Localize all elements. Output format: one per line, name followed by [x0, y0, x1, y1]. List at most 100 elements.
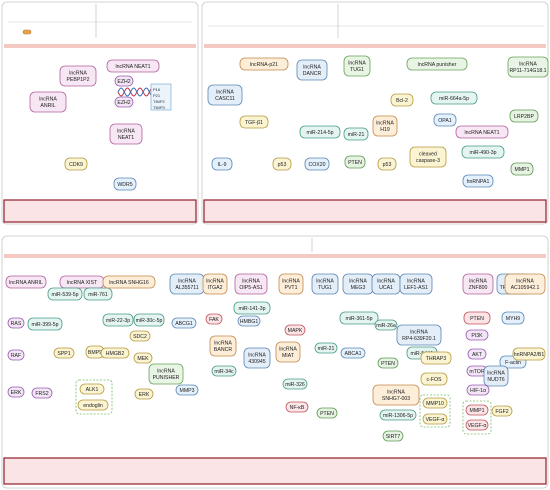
node-opa1: OPA1 [433, 113, 457, 127]
node-mir664: miR-664a-5p [430, 91, 478, 105]
node-box [343, 55, 371, 77]
vsmc-proliferation-bar [3, 457, 547, 485]
node-box [372, 115, 398, 137]
node-box [148, 363, 184, 385]
node-label: lncRNA [69, 71, 87, 77]
node-box [285, 401, 309, 413]
node-label: AKT [472, 352, 483, 358]
node-label: lncRNA [376, 121, 394, 127]
node-box [202, 273, 228, 295]
node-label: IL-9 [218, 162, 227, 168]
node-label: lncRNA [316, 279, 334, 285]
node-label: F-actin [505, 360, 521, 366]
node-label: lncRNA NEAT1 [115, 64, 150, 70]
node-ezh2b: EZH2 [114, 96, 134, 108]
node-label: miR-22-3p [106, 318, 130, 324]
node-box [278, 273, 304, 295]
node-mir326: miR-326 [282, 378, 308, 390]
node-box [455, 125, 509, 139]
node-mir21-c: miR-21 [314, 342, 338, 354]
node-box [465, 419, 489, 431]
node-label: lncRNA [387, 390, 405, 396]
node-pten-b: PTEN [344, 155, 366, 169]
node-box [420, 351, 452, 365]
node-label: BANCR [214, 347, 232, 353]
dna-strand [117, 87, 155, 97]
node-label: lncRNA [469, 279, 487, 285]
node-tgfb1: TGF-β1 [239, 115, 269, 129]
node-box [7, 349, 25, 361]
node-box [344, 155, 366, 169]
node-ras: RAS [7, 317, 25, 329]
node-lrp2bp: LRP2BP [509, 109, 539, 123]
node-label: lncRNA [206, 279, 224, 285]
node-box [114, 96, 134, 108]
phenotypic-switching-bar [3, 199, 197, 223]
node-label: lncRNA [279, 347, 297, 353]
node-box [113, 177, 137, 191]
node-akt: AKT [467, 348, 487, 360]
node-label: FAK [209, 317, 219, 323]
node-label: HMGB2 [106, 351, 125, 357]
node-cdk9: CDK9 [64, 157, 88, 171]
node-snhg16: lncRNA SNHG16 [102, 275, 156, 289]
membrane [4, 254, 546, 258]
gene-tag: P16 [153, 87, 161, 92]
node-box [396, 324, 442, 346]
node-label: AC105942.1 [511, 285, 540, 291]
node-abcg1: ABCG1 [171, 317, 197, 329]
membrane [4, 44, 196, 48]
node-box [134, 388, 154, 400]
node-mir214: miR-214-5p [299, 125, 341, 139]
node-hmgb2: HMGB2 [100, 347, 130, 359]
node-label: ERK [139, 392, 150, 398]
node-label: OIP5-AS1 [239, 285, 262, 291]
node-label: NEAT1 [118, 135, 134, 141]
node-box [465, 329, 489, 341]
node-label: CDK9 [69, 162, 83, 168]
node-cox20: COX20 [304, 157, 330, 171]
node-p21: lncRNA-p21 [239, 57, 289, 71]
node-box [504, 273, 546, 295]
node-box [211, 157, 233, 171]
node-label: OPA1 [438, 118, 452, 124]
node-box [133, 352, 153, 364]
node-label: FRS2 [35, 391, 48, 397]
node-nfkb: NF-κB [285, 401, 309, 413]
node-label: UCA1 [379, 285, 393, 291]
node-label: c-FOS [427, 377, 443, 383]
node-box [7, 386, 25, 398]
node-label: lncRNA [39, 97, 57, 103]
apoptosis-bar [203, 199, 547, 223]
node-label: PTEN [320, 411, 334, 417]
node-label: MMP3 [180, 388, 195, 394]
node-label: miR-26a [376, 323, 396, 329]
node-box [461, 145, 505, 159]
node-box [7, 317, 25, 329]
node-label: lncRNA ANRIL [9, 280, 43, 286]
node-label: lncRNA [157, 369, 175, 375]
node-label: MEK [137, 356, 149, 362]
node-vegfa1: VEGF-α [422, 413, 448, 425]
node-erk1: ERK [7, 386, 25, 398]
node-box [304, 157, 330, 171]
node-box [5, 275, 47, 289]
node-label: NUDT6 [487, 377, 504, 383]
node-label: lncRNA [377, 279, 395, 285]
membrane [204, 44, 546, 48]
node-label: TGF-β1 [245, 120, 263, 126]
node-label: CASC11 [215, 96, 235, 102]
node-label: Bcl-2 [396, 98, 408, 104]
node-label: EZH2 [117, 79, 130, 85]
node-fak: FAK [205, 313, 223, 325]
node-label: p53 [278, 162, 287, 168]
node-box [129, 330, 151, 342]
target-group-outline [75, 379, 113, 415]
node-mmp1-b: MMP1 [510, 162, 534, 176]
